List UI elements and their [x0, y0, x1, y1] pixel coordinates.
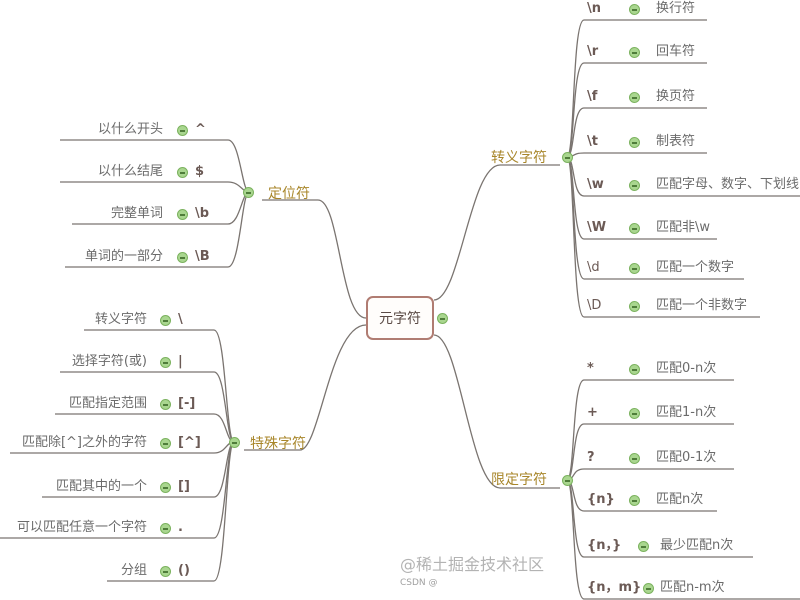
leaf-label: 匹配1-n次: [656, 405, 717, 420]
leaf-key[interactable]: \n: [587, 1, 602, 16]
leaf-label: 匹配除[^]之外的字符: [21, 435, 147, 450]
leaf-key[interactable]: {n，m}: [587, 580, 642, 595]
root-label: 元字符: [379, 311, 421, 327]
leaf-label: 换行符: [656, 1, 696, 16]
wire-escape-item: [566, 156, 760, 318]
escape-collapse-toggle[interactable]: [562, 152, 573, 163]
leaf-collapse-toggle[interactable]: [160, 315, 171, 326]
leaf-collapse-toggle[interactable]: [629, 137, 640, 148]
root-node[interactable]: 元字符: [366, 296, 434, 340]
anchors-collapse-toggle[interactable]: [243, 187, 254, 198]
leaf-key[interactable]: \r: [587, 44, 599, 59]
leaf-key[interactable]: $: [195, 164, 205, 179]
leaf-collapse-toggle[interactable]: [629, 408, 640, 419]
leaf-collapse-toggle[interactable]: [160, 357, 171, 368]
watermark: @稀土掘金技术社区: [400, 555, 545, 574]
leaf-collapse-toggle[interactable]: [629, 92, 640, 103]
leaf-label: 匹配n-m次: [660, 580, 725, 595]
leaf-key[interactable]: |: [178, 354, 183, 369]
leaf-collapse-toggle[interactable]: [629, 263, 640, 274]
wire-escape-item: [566, 152, 707, 158]
leaf-key[interactable]: .: [178, 520, 183, 535]
leaf-label: 匹配非\w: [656, 220, 711, 235]
leaf-key[interactable]: (): [178, 563, 190, 578]
watermark-sub: CSDN @: [400, 578, 438, 588]
leaf-collapse-toggle[interactable]: [177, 252, 188, 263]
leaf-collapse-toggle[interactable]: [629, 4, 640, 15]
leaf-collapse-toggle[interactable]: [177, 167, 188, 178]
wire-root-anchors: [262, 199, 367, 319]
leaf-label: 匹配0-1次: [656, 450, 717, 465]
branch-escape[interactable]: 转义字符: [491, 150, 547, 166]
leaf-key[interactable]: \D: [587, 298, 602, 313]
leaf-collapse-toggle[interactable]: [160, 438, 171, 449]
leaf-label: 匹配字母、数字、下划线: [656, 177, 800, 192]
leaf-label: 完整单词: [110, 206, 163, 221]
leaf-collapse-toggle[interactable]: [629, 301, 640, 312]
leaf-collapse-toggle[interactable]: [177, 125, 188, 136]
leaf-collapse-toggle[interactable]: [629, 453, 640, 464]
leaf-collapse-toggle[interactable]: [177, 209, 188, 220]
leaf-label: 转义字符: [94, 312, 147, 327]
leaf-key[interactable]: \w: [587, 177, 604, 192]
leaf-label: 匹配0-n次: [656, 361, 717, 376]
leaf-collapse-toggle[interactable]: [629, 495, 640, 506]
leaf-key[interactable]: \b: [195, 206, 210, 221]
root-collapse-toggle[interactable]: [437, 313, 448, 324]
wire-special-item: [107, 441, 235, 582]
leaf-label: 选择字符(或): [71, 354, 147, 369]
leaf-key[interactable]: \d: [587, 260, 600, 275]
leaf-key[interactable]: {n，}: [587, 538, 622, 553]
branch-special[interactable]: 特殊字符: [250, 436, 306, 452]
wire-root-quantifier: [433, 334, 560, 489]
branch-quantifier[interactable]: 限定字符: [491, 472, 547, 488]
special-collapse-toggle[interactable]: [229, 437, 240, 448]
leaf-key[interactable]: \W: [587, 220, 607, 235]
leaf-key[interactable]: \: [178, 312, 183, 327]
leaf-label: 单词的一部分: [84, 249, 163, 264]
leaf-collapse-toggle[interactable]: [160, 566, 171, 577]
leaf-label: 匹配n次: [656, 492, 704, 507]
leaf-label: 可以匹配任意一个字符: [16, 520, 147, 535]
leaf-label: 匹配一个数字: [656, 260, 735, 275]
wire-root-escape: [433, 164, 560, 301]
leaf-collapse-toggle[interactable]: [629, 223, 640, 234]
wire-special-item: [84, 329, 235, 443]
leaf-label: 最少匹配n次: [660, 538, 734, 553]
leaf-key[interactable]: *: [587, 361, 594, 376]
leaf-label: 以什么开头: [97, 122, 163, 137]
leaf-key[interactable]: +: [587, 405, 598, 420]
leaf-label: 匹配指定范围: [68, 396, 147, 411]
leaf-key[interactable]: \f: [587, 89, 598, 104]
leaf-key[interactable]: []: [178, 479, 190, 494]
leaf-collapse-toggle[interactable]: [629, 47, 640, 58]
leaf-collapse-toggle[interactable]: [160, 523, 171, 534]
leaf-label: 制表符: [656, 134, 696, 149]
quantifier-collapse-toggle[interactable]: [562, 475, 573, 486]
branch-anchors[interactable]: 定位符: [268, 186, 310, 202]
leaf-collapse-toggle[interactable]: [160, 482, 171, 493]
leaf-collapse-toggle[interactable]: [638, 541, 649, 552]
leaf-key[interactable]: [-]: [178, 396, 196, 411]
leaf-key[interactable]: \t: [587, 134, 598, 149]
leaf-key[interactable]: \B: [195, 249, 210, 264]
leaf-key[interactable]: ^: [195, 122, 206, 137]
leaf-label: 回车符: [656, 44, 696, 59]
leaf-key[interactable]: [^]: [178, 435, 201, 450]
leaf-label: 分组: [120, 563, 147, 578]
wire-anchors-item: [60, 181, 250, 193]
leaf-collapse-toggle[interactable]: [160, 399, 171, 410]
leaf-collapse-toggle[interactable]: [629, 364, 640, 375]
leaf-label: 换页符: [656, 89, 696, 104]
wire-quantifier-item: [566, 468, 734, 481]
leaf-label: 匹配一个非数字: [656, 298, 748, 313]
leaf-collapse-toggle[interactable]: [629, 180, 640, 191]
leaf-key[interactable]: ?: [587, 450, 595, 465]
leaf-collapse-toggle[interactable]: [643, 583, 654, 594]
leaf-label: 以什么结尾: [97, 164, 163, 179]
wire-root-special: [244, 324, 367, 451]
leaf-label: 匹配其中的一个: [55, 479, 147, 494]
leaf-key[interactable]: {n}: [587, 492, 615, 507]
